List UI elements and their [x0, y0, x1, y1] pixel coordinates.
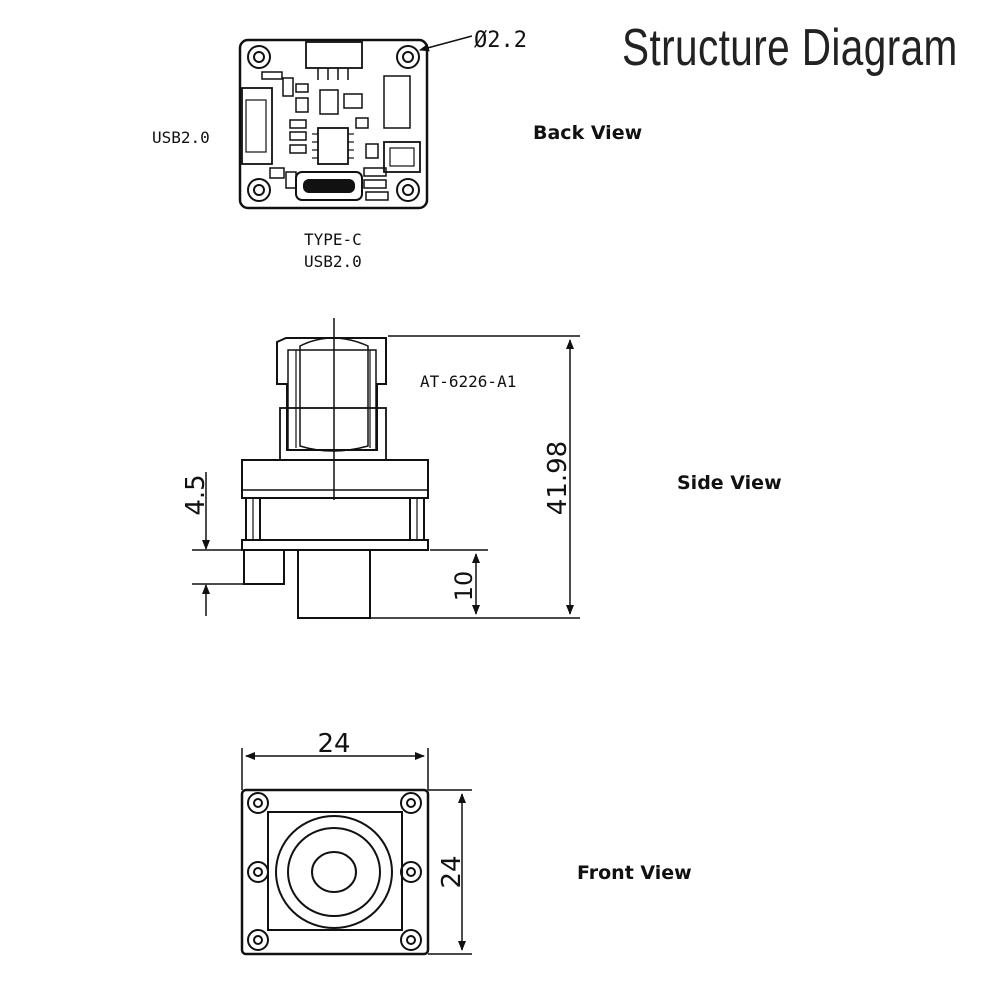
- connector-height-value: 4.5: [181, 474, 211, 515]
- lens-bottom-height-value: 10: [450, 571, 478, 602]
- side-view-label: Side View: [677, 472, 782, 494]
- mounting-hole-icon: [247, 45, 420, 202]
- front-view-label: Front View: [577, 862, 692, 884]
- diagram-title: Structure Diagram: [622, 19, 958, 77]
- left-port-label: USB2.0: [152, 128, 210, 147]
- side-view-body: [241, 337, 429, 619]
- back-view-board: [238, 38, 429, 210]
- front-height-value: 24: [437, 855, 467, 888]
- total-height-value: 41.98: [543, 441, 573, 515]
- lens-icon: [275, 815, 393, 929]
- front-width-value: 24: [317, 729, 350, 759]
- dim-total-height: [370, 335, 580, 619]
- dim-front-width: [241, 748, 429, 790]
- usb-label: USB2.0: [304, 252, 362, 271]
- hole-diameter-leader: [419, 35, 473, 52]
- dim-connector-height: [192, 472, 244, 616]
- dim-lens-bottom-height: [430, 549, 488, 615]
- lens-model-label: AT-6226-A1: [420, 372, 516, 391]
- back-view-label: Back View: [533, 122, 643, 144]
- dim-front-height: [428, 789, 472, 955]
- type-c-label: TYPE-C: [304, 230, 362, 249]
- front-view-board: [240, 788, 430, 956]
- mounting-hole-icon: [247, 792, 422, 951]
- hole-diameter-label: Ø2.2: [474, 28, 527, 53]
